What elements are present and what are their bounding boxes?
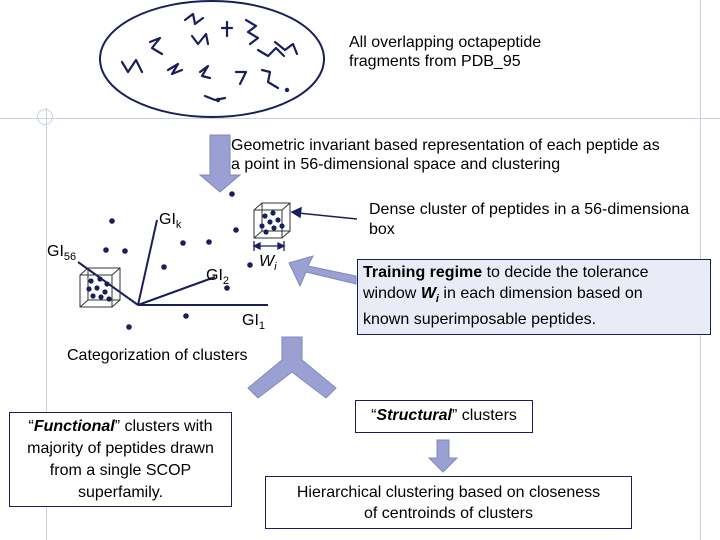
axis-label-gi56-sub: 56 — [63, 251, 77, 264]
structural-open-quote: “ — [371, 407, 377, 424]
dense-cluster-cube-right — [253, 202, 291, 239]
functional-clusters-box: “Functional” clusters with majority of p… — [9, 412, 232, 507]
pointer-to-dense-cluster — [290, 206, 358, 220]
hierarchical-line2: of centroinds of clusters — [364, 505, 533, 522]
pdb-caption-line2: fragments from PDB_95 — [349, 53, 521, 70]
training-line2-start: window — [363, 285, 421, 302]
functional-line1: “Functional” clusters with — [14, 417, 227, 436]
axis-label-gi1-main: GI — [242, 312, 259, 329]
guide-line-vertical-left — [46, 108, 47, 540]
training-keyword: Training regime — [363, 264, 483, 281]
pdb-ellipse — [99, 0, 325, 118]
down-arrow-geometric — [198, 134, 242, 193]
wi-point — [247, 262, 253, 268]
axis-label-gi56: GI56 — [47, 242, 76, 267]
scatter-point — [224, 285, 230, 291]
axis-label-gi56-main: GI — [47, 243, 64, 260]
training-arrow — [288, 255, 357, 288]
wi-tolerance-arrow — [252, 241, 286, 251]
pdb-caption-line1: All overlapping octapeptide — [349, 34, 542, 51]
scatter-point — [161, 264, 167, 270]
functional-line3: from a single SCOP — [49, 462, 192, 479]
scatter-point — [206, 239, 212, 245]
structural-rest: ” clusters — [452, 407, 517, 424]
training-wi-sub: i — [435, 293, 439, 306]
training-wi: Wi — [420, 285, 439, 306]
axis-label-gi2: GI2 — [206, 266, 229, 291]
down-arrow-hierarchical — [427, 439, 459, 473]
scatter-point — [126, 324, 132, 330]
hierarchical-clustering-box: Hierarchical clustering based on closene… — [265, 476, 632, 529]
structural-keyword: Structural — [376, 407, 452, 424]
axis-gi2 — [137, 276, 216, 306]
training-line1: Training regime to decide the tolerance — [363, 263, 705, 282]
functional-line4: superfamily. — [77, 484, 164, 501]
axis-label-gik: GIk — [159, 210, 181, 235]
scatter-point — [183, 313, 189, 319]
scatter-points — [103, 191, 239, 330]
axis-label-gi1-sub: 1 — [258, 320, 266, 333]
training-line1-rest: to decide the tolerance — [482, 264, 649, 281]
scatter-point — [229, 191, 235, 197]
geometric-invariant-line1: Geometric invariant based representation… — [231, 137, 660, 154]
axis-label-gi2-sub: 2 — [222, 275, 230, 288]
pdb-ellipse-group — [99, 0, 325, 118]
functional-keyword: Functional — [33, 418, 115, 435]
scatter-point — [122, 248, 128, 254]
categorization-label: Categorization of clusters — [67, 347, 248, 364]
split-arrow-y — [247, 336, 337, 399]
geometric-invariant-text: Geometric invariant based representation… — [231, 136, 711, 174]
dense-cluster-line1: Dense cluster of peptides in a 56-dimens… — [369, 201, 690, 218]
axis-label-gi1: GI1 — [242, 311, 265, 336]
dense-cluster-caption: Dense cluster of peptides in a 56-dimens… — [369, 200, 720, 239]
scatter-point — [233, 227, 239, 233]
training-wi-main: W — [420, 285, 436, 302]
scatter-point — [180, 240, 186, 246]
fragment-dot — [215, 97, 221, 103]
structural-clusters-box: “Structural” clusters — [355, 400, 533, 433]
axis-label-gi2-main: GI — [206, 267, 223, 284]
axis-label-gik-main: GI — [159, 211, 176, 228]
wi-label: Wi — [259, 252, 277, 277]
functional-line2: majority of peptides drawn — [27, 440, 214, 457]
scatter-point — [109, 218, 115, 224]
protein-fragments-squiggles — [120, 12, 299, 102]
training-line2: window Wi in each dimension based on — [363, 284, 705, 309]
fragment-dot — [284, 87, 290, 93]
axis-label-gik-sub: k — [175, 219, 182, 232]
guide-corner-circle — [37, 109, 53, 125]
geometric-invariant-line2: a point in 56-dimensional space and clus… — [231, 156, 561, 173]
wi-label-main: W — [259, 253, 275, 270]
wi-label-sub: i — [274, 261, 277, 274]
pdb-caption: All overlapping octapeptide fragments fr… — [349, 33, 609, 71]
axis-gik — [137, 219, 158, 306]
hierarchical-line1: Hierarchical clustering based on closene… — [296, 484, 601, 501]
training-regime-box: Training regime to decide the tolerance … — [357, 259, 711, 335]
guide-line-horizontal — [0, 118, 720, 119]
dense-cluster-cube-left — [79, 267, 121, 308]
functional-line1-rest: ” clusters with — [114, 418, 213, 435]
scatter-point — [103, 247, 109, 253]
functional-open-quote: “ — [28, 418, 34, 435]
training-line3: known superimposable peptides. — [363, 311, 597, 329]
dense-cluster-line2: box — [369, 221, 395, 238]
training-line2-end: in each dimension based on — [438, 285, 643, 302]
